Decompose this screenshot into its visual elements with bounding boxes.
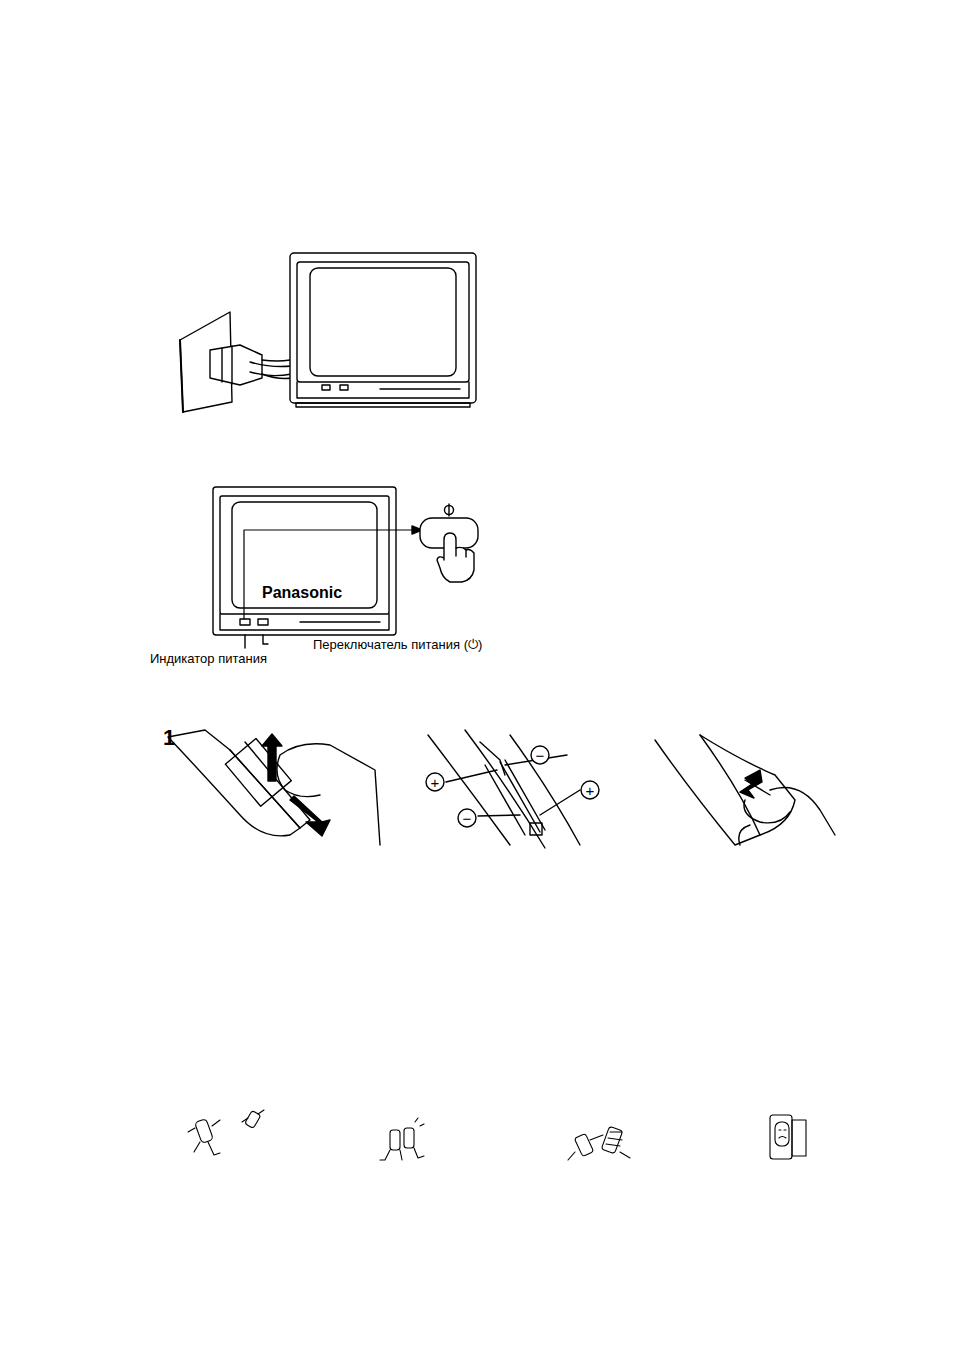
polarity-sign: − bbox=[463, 811, 472, 826]
part-label: Индикатор питания bbox=[150, 652, 267, 665]
remote-close-illustration bbox=[655, 735, 835, 845]
step-number: 1 bbox=[163, 727, 175, 749]
tv-plug-illustration bbox=[180, 253, 476, 412]
battery-cartoons bbox=[188, 1110, 806, 1160]
tv-front-illustration bbox=[213, 487, 478, 648]
polarity-sign: − bbox=[536, 748, 545, 763]
polarity-sign: + bbox=[431, 775, 440, 790]
remote-batteries-illustration bbox=[426, 730, 599, 848]
remote-open-illustration bbox=[168, 730, 380, 845]
part-label: Переключатель питания (⏻) bbox=[313, 638, 482, 651]
polarity-sign: + bbox=[586, 783, 595, 798]
brand-logo: Panasonic bbox=[262, 585, 342, 601]
